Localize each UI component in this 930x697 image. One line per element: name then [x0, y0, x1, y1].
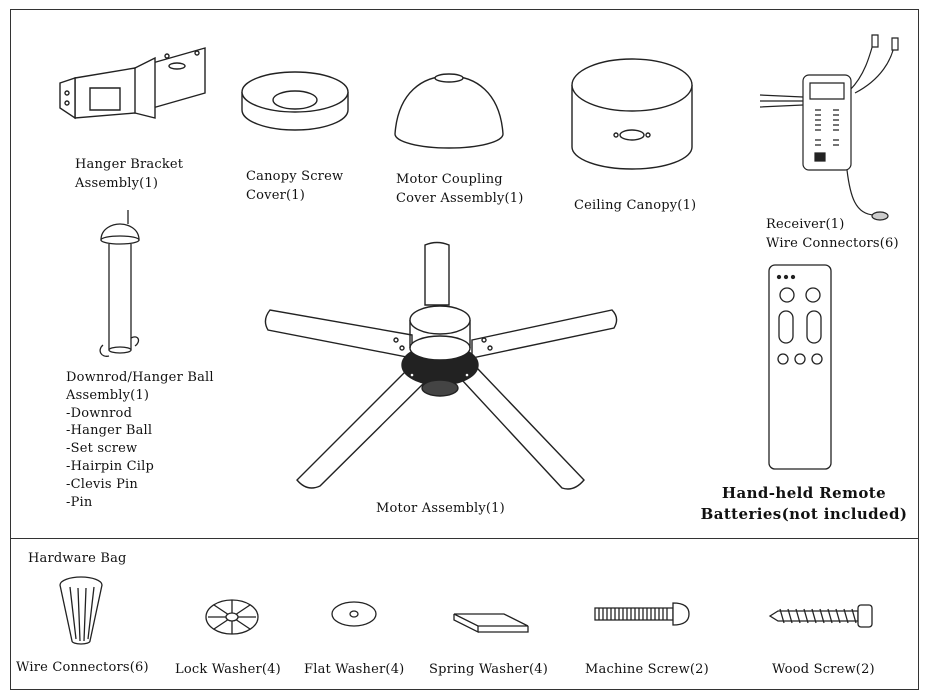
flat-washer-drawing [330, 600, 378, 630]
motor-coupling-cover-line-1: Motor Coupling [396, 172, 503, 187]
spring-washer-drawing [452, 610, 530, 638]
receiver-line-2: Wire Connectors(6) [766, 236, 899, 251]
remote-line-2: Batteries(not included) [700, 505, 908, 523]
machine-screw-drawing [593, 601, 691, 627]
lock-washer-drawing [204, 597, 260, 637]
downrod-line-7: -Clevis Pin [66, 476, 138, 492]
downrod-line-4: -Hanger Ball [66, 423, 153, 439]
hanger-bracket-label: Hanger Bracket Assembly(1) [75, 155, 183, 193]
downrod-line-5: -Set screw [66, 441, 138, 457]
motor-assembly-drawing [262, 240, 622, 500]
hardware-item-wire-connectors: Wire Connectors(6) [16, 660, 149, 675]
canopy-screw-cover-drawing [240, 70, 350, 135]
downrod-assembly-label: Downrod/Hanger Ball Assembly(1) -Downrod… [66, 369, 214, 511]
downrod-drawing [95, 210, 145, 365]
canopy-screw-cover-line-1: Canopy Screw [246, 169, 344, 184]
downrod-line-3: -Downrod [66, 405, 133, 421]
hanger-bracket-line-2: Assembly(1) [75, 176, 159, 191]
ceiling-canopy-drawing [570, 55, 694, 173]
hardware-bag-title: Hardware Bag [28, 551, 127, 566]
receiver-line-1: Receiver(1) [766, 217, 845, 232]
motor-coupling-cover-line-2: Cover Assembly(1) [396, 191, 524, 206]
downrod-line-1: Downrod/Hanger Ball [66, 370, 214, 385]
wire-connector-drawing [58, 575, 104, 647]
motor-coupling-cover-drawing [393, 72, 505, 152]
canopy-screw-cover-line-2: Cover(1) [246, 188, 306, 203]
remote-drawing [767, 263, 833, 471]
hardware-item-spring-washer: Spring Washer(4) [429, 662, 548, 677]
hardware-item-machine-screw: Machine Screw(2) [585, 662, 709, 677]
canopy-screw-cover-label: Canopy Screw Cover(1) [246, 167, 343, 205]
receiver-drawing [755, 35, 905, 225]
receiver-label: Receiver(1) Wire Connectors(6) [766, 215, 899, 253]
motor-coupling-cover-label: Motor Coupling Cover Assembly(1) [396, 170, 524, 208]
downrod-line-6: -Hairpin Cilp [66, 458, 155, 474]
hardware-item-wood-screw: Wood Screw(2) [772, 662, 875, 677]
ceiling-canopy-label: Ceiling Canopy(1) [574, 198, 697, 213]
wood-screw-drawing [768, 603, 876, 629]
hanger-bracket-line-1: Hanger Bracket [75, 157, 184, 172]
remote-label: Hand-held Remote Batteries(not included) [690, 483, 918, 525]
hardware-item-flat-washer: Flat Washer(4) [304, 662, 405, 677]
downrod-line-8: -Pin [66, 494, 93, 510]
hardware-item-lock-washer: Lock Washer(4) [175, 662, 281, 677]
remote-line-1: Hand-held Remote [721, 484, 887, 502]
hardware-bag-panel [10, 538, 919, 690]
motor-assembly-label: Motor Assembly(1) [376, 501, 505, 516]
hanger-bracket-drawing [55, 38, 215, 138]
downrod-line-2: Assembly(1) [66, 387, 150, 403]
